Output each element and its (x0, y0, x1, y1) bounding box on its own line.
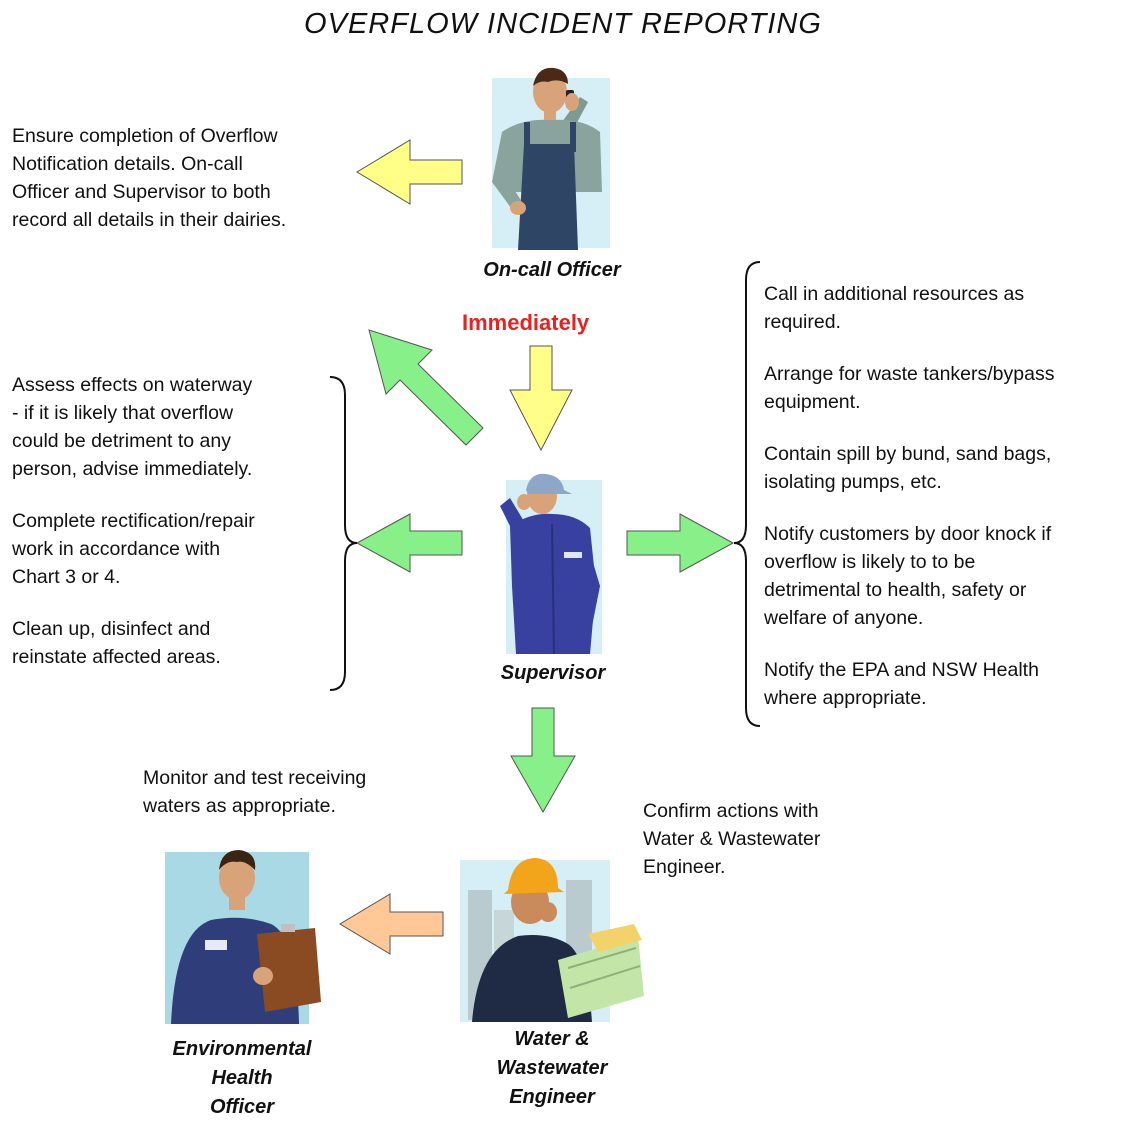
note-line: - if it is likely that overflow (12, 402, 234, 424)
note-line: waters as appropriate. (143, 795, 336, 817)
role-engineer: Water & Wastewater Engineer (452, 1025, 652, 1112)
role-oncall-officer: On-call Officer (483, 259, 621, 281)
note-line: detrimental to health, safety or (764, 579, 1027, 601)
down-arrow-icon (509, 345, 573, 452)
role-line: Health (211, 1067, 273, 1089)
left-brace-icon (329, 376, 358, 691)
right-note-resources: Call in additional resources as required… (764, 280, 1124, 336)
role-line: Water & (514, 1028, 590, 1050)
role-supervisor: Supervisor (500, 662, 606, 684)
left-note-rectify: Complete rectification/repair work in ac… (12, 507, 332, 591)
role-line: Environmental (172, 1038, 312, 1060)
note-line: Engineer. (643, 856, 726, 878)
note-line: equipment. (764, 391, 861, 413)
note-line: Clean up, disinfect and (12, 618, 211, 640)
note-line: Confirm actions with (643, 800, 819, 822)
oncall-note-line: Ensure completion of Overflow (12, 125, 278, 147)
right-note-tankers: Arrange for waste tankers/bypass equipme… (764, 360, 1124, 416)
phone-person-icon (492, 67, 610, 250)
immediately-label: Immediately (462, 310, 590, 335)
note-line: Assess effects on waterway (12, 374, 253, 396)
right-arrow-icon (626, 513, 735, 573)
left-arrow-icon (355, 513, 463, 573)
confirm-note: Confirm actions with Water & Wastewater … (643, 797, 943, 881)
clipboard-person-icon (165, 850, 321, 1024)
note-line: Water & Wastewater (643, 828, 821, 850)
note-line: reinstate affected areas. (12, 646, 221, 668)
note-line: person, advise immediately. (12, 458, 253, 480)
engineer-person-icon (460, 858, 644, 1022)
right-note-customers: Notify customers by door knock if overfl… (764, 520, 1124, 632)
right-note-contain: Contain spill by bund, sand bags, isolat… (764, 440, 1124, 496)
role-environmental-health-officer: Environmental Health Officer (142, 1035, 342, 1122)
up-left-arrow-icon (368, 329, 484, 446)
role-line: Officer (209, 1096, 275, 1118)
oncall-note-line: Notification details. On-call (12, 153, 243, 175)
note-line: Arrange for waste tankers/bypass (764, 363, 1055, 385)
note-line: could be detriment to any (12, 430, 231, 452)
role-line: Engineer (509, 1086, 595, 1108)
right-brace-icon (733, 261, 761, 727)
note-line: Chart 3 or 4. (12, 566, 121, 588)
note-line: Complete rectification/repair (12, 510, 255, 532)
page-title: OVERFLOW INCIDENT REPORTING (304, 8, 822, 40)
supervisor-person-icon (500, 473, 602, 655)
right-note-epa: Notify the EPA and NSW Health where appr… (764, 656, 1124, 712)
note-line: work in accordance with (12, 538, 221, 560)
note-line: isolating pumps, etc. (764, 471, 942, 493)
role-line: Wastewater (496, 1057, 608, 1079)
right-notes: Call in additional resources as required… (764, 280, 1124, 736)
note-line: required. (764, 311, 841, 333)
down-arrow-icon (510, 707, 576, 814)
left-arrow-icon (356, 139, 463, 205)
monitor-note: Monitor and test receiving waters as app… (143, 764, 443, 820)
oncall-note-line: Officer and Supervisor to both (12, 181, 271, 203)
left-notes: Assess effects on waterway - if it is li… (12, 371, 332, 695)
note-line: Monitor and test receiving (143, 767, 367, 789)
left-arrow-icon (339, 893, 444, 955)
note-line: Notify customers by door knock if (764, 523, 1052, 545)
left-note-assess: Assess effects on waterway - if it is li… (12, 371, 332, 483)
note-line: Contain spill by bund, sand bags, (764, 443, 1052, 465)
note-line: welfare of anyone. (764, 607, 924, 629)
note-line: Call in additional resources as (764, 283, 1025, 305)
note-line: where appropriate. (764, 687, 927, 709)
oncall-note: Ensure completion of Overflow Notificati… (12, 122, 372, 234)
oncall-note-line: record all details in their dairies. (12, 209, 287, 231)
note-line: Notify the EPA and NSW Health (764, 659, 1039, 681)
note-line: overflow is likely to to be (764, 551, 976, 573)
left-note-cleanup: Clean up, disinfect and reinstate affect… (12, 615, 332, 671)
